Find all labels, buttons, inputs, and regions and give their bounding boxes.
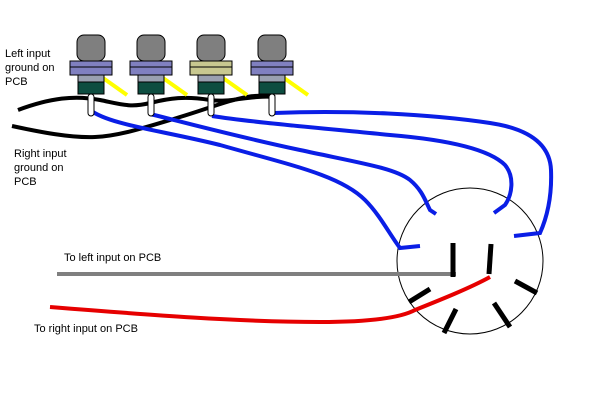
- jack-4: [250, 34, 310, 117]
- ground-lug: [282, 76, 310, 97]
- signal-pin: [147, 93, 155, 117]
- signal-wire-4: [273, 110, 554, 238]
- switch-terminal: [486, 243, 494, 275]
- jack-3: [189, 34, 249, 117]
- switch-terminal: [407, 286, 432, 305]
- jack-collar: [77, 74, 105, 83]
- jack-cap: [257, 34, 287, 62]
- jack-washer: [69, 66, 113, 76]
- jack-nut: [250, 60, 294, 68]
- selector-switch: [396, 187, 544, 335]
- signal-pin: [87, 93, 95, 117]
- jack-collar: [197, 74, 225, 83]
- signal-pin: [268, 93, 276, 117]
- to-right-input-label: To right input on PCB: [34, 323, 138, 335]
- jack-washer: [189, 66, 233, 76]
- signal-wire-3: [211, 114, 514, 215]
- ground-lug: [221, 76, 249, 97]
- jack-body: [137, 81, 165, 95]
- switch-terminal: [441, 307, 459, 335]
- signal-pin: [207, 93, 215, 117]
- ground-lug: [101, 76, 129, 97]
- ground-lug: [161, 76, 189, 97]
- jack-collar: [258, 74, 286, 83]
- right-pcb-wire: [49, 275, 491, 325]
- jack-1: [69, 34, 129, 117]
- jack-cap: [76, 34, 106, 62]
- left-input-ground-label: Left input ground on PCB: [5, 48, 55, 88]
- jack-cap: [136, 34, 166, 62]
- to-left-input-label: To left input on PCB: [64, 252, 162, 264]
- jack-nut: [129, 60, 173, 68]
- signal-wire-1: [88, 108, 421, 251]
- jack-2: [129, 34, 189, 117]
- jack-body: [258, 81, 286, 95]
- switch-terminal: [513, 278, 539, 296]
- jack-nut: [189, 60, 233, 68]
- jack-body: [77, 81, 105, 95]
- signal-wire-2: [149, 112, 438, 216]
- jack-washer: [250, 66, 294, 76]
- jack-washer: [129, 66, 173, 76]
- right-input-ground-label: Right input ground on PCB: [14, 148, 67, 188]
- switch-terminal: [491, 301, 513, 329]
- jack-body: [197, 81, 225, 95]
- jack-collar: [137, 74, 165, 83]
- jack-nut: [69, 60, 113, 68]
- jack-cap: [196, 34, 226, 62]
- jack-group: [69, 34, 310, 117]
